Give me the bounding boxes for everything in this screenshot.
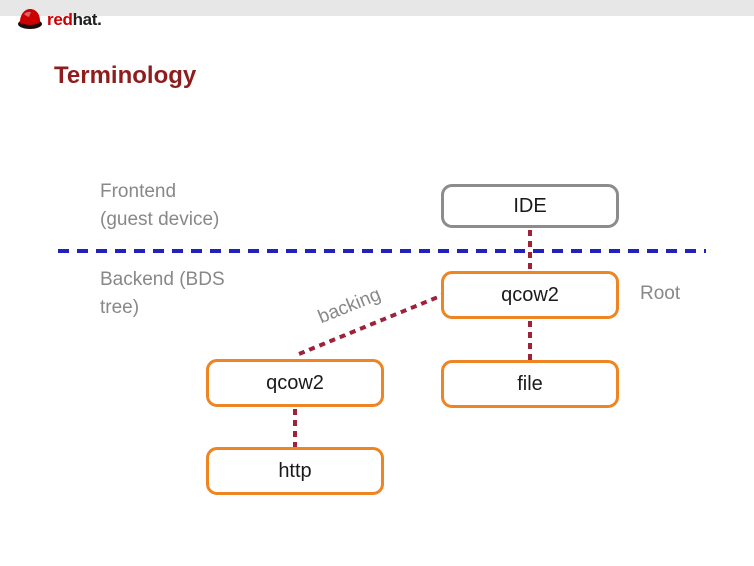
node-qcow2-backing-label: qcow2 xyxy=(266,371,324,394)
node-http: http xyxy=(206,447,384,495)
edge-ide-to-qcow2 xyxy=(528,230,532,271)
brand-hat: hat xyxy=(72,9,98,29)
backend-label-line2: tree) xyxy=(100,297,140,318)
node-qcow2-backing: qcow2 xyxy=(206,359,384,407)
node-ide-label: IDE xyxy=(513,194,547,217)
node-ide: IDE xyxy=(441,184,619,228)
backend-label-line1: Backend (BDS xyxy=(100,269,225,290)
node-qcow2-root-label: qcow2 xyxy=(501,283,559,306)
edge-qcow2-to-file xyxy=(528,321,532,360)
top-strip xyxy=(0,0,754,16)
node-file: file xyxy=(441,360,619,408)
frontend-label-line2: (guest device) xyxy=(100,209,220,230)
brand-red: red xyxy=(47,9,73,29)
node-http-label: http xyxy=(278,459,312,482)
root-annotation: Root xyxy=(640,283,681,304)
frontend-backend-divider-line xyxy=(58,249,706,253)
redhat-wordmark: redhat. xyxy=(47,11,102,28)
edge-qcow2-to-http xyxy=(293,409,297,447)
frontend-label-line1: Frontend xyxy=(100,181,177,202)
backend-layer-label: Backend (BDS tree) xyxy=(100,266,225,322)
node-file-label: file xyxy=(517,372,543,395)
brand-dot: . xyxy=(97,9,102,29)
backing-edge-label: backing xyxy=(315,284,384,329)
frontend-layer-label: Frontend (guest device) xyxy=(100,178,219,234)
page-title: Terminology xyxy=(54,62,197,89)
node-qcow2-root: qcow2 xyxy=(441,271,619,319)
redhat-logo: redhat. xyxy=(16,6,102,32)
redhat-fedora-icon xyxy=(18,9,42,29)
